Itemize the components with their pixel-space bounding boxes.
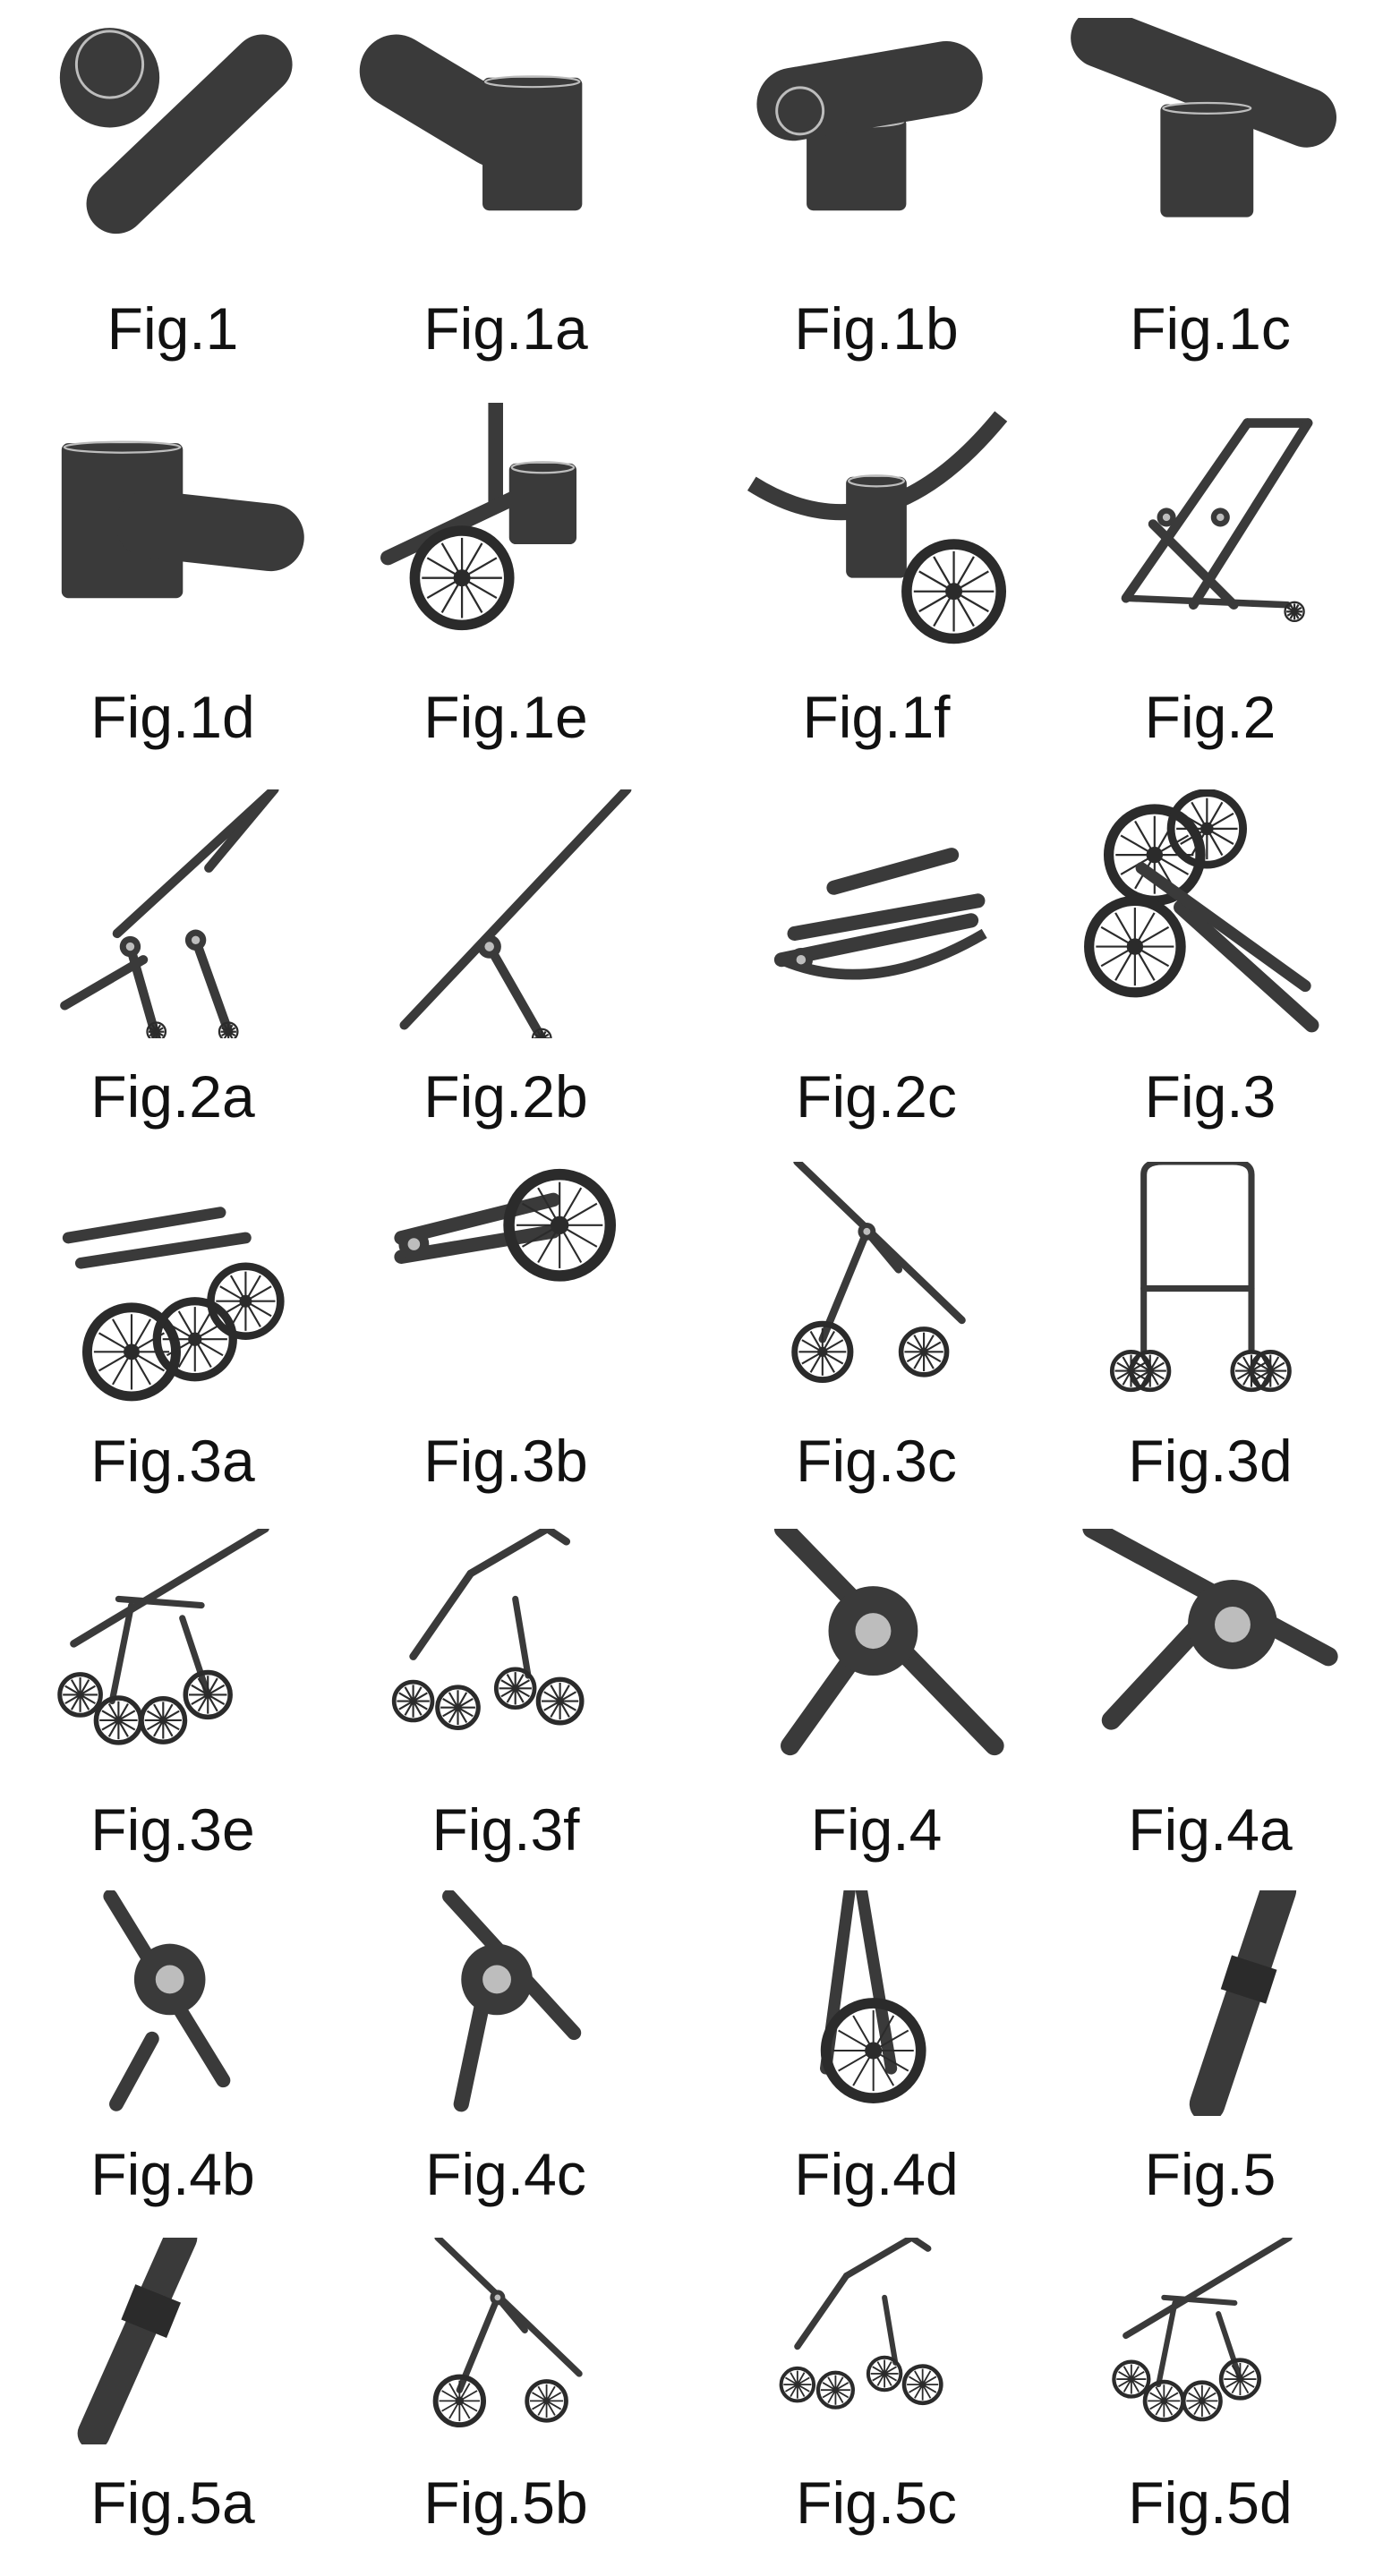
figure-label: Fig.4b (90, 2141, 255, 2207)
figure-label: Fig.5a (90, 2469, 255, 2536)
figure-drawing (340, 1162, 671, 1403)
figure-drawing (7, 1162, 338, 1403)
figure-label: Fig.3c (796, 1428, 957, 1494)
figure-drawing (1045, 403, 1376, 659)
figure-label: Fig.1a (423, 295, 588, 362)
figure-label: Fig.1f (802, 684, 951, 750)
figure-drawing (340, 395, 671, 659)
figure-drawing (7, 784, 338, 1044)
figure-label: Fig.1 (107, 295, 239, 362)
figure-label: Fig.3b (423, 1428, 588, 1494)
figure-drawing (1045, 7, 1376, 270)
figure-label: Fig.4d (794, 2141, 959, 2207)
figure-label: Fig.3e (90, 1796, 255, 1863)
figure-drawing (7, 403, 338, 659)
figure-drawing (711, 403, 1042, 659)
figure-drawing (340, 1889, 671, 2116)
figure-label: Fig.3 (1144, 1063, 1276, 1130)
figure-drawing (1045, 789, 1376, 1038)
figure-drawing (7, 2221, 338, 2451)
figure-label: Fig.1c (1130, 295, 1291, 362)
figure-label: Fig.5b (423, 2469, 588, 2536)
figure-label: Fig.4a (1128, 1796, 1293, 1863)
figure-drawing (1045, 1872, 1376, 2122)
figure-drawing (711, 1157, 1042, 1403)
figure-drawing (340, 2234, 671, 2444)
figure-drawing (711, 1519, 1042, 1771)
figure-label: Fig.4c (425, 2141, 586, 2207)
figure-label: Fig.4 (810, 1796, 943, 1863)
figure-label: Fig.3f (431, 1796, 580, 1863)
figure-label: Fig.2a (90, 1063, 255, 1130)
figure-drawing (340, 18, 671, 270)
figure-label: Fig.1e (423, 684, 588, 750)
figure-label: Fig.2c (796, 1063, 957, 1130)
figure-drawing (1045, 1519, 1376, 1771)
figure-drawing (340, 784, 671, 1049)
figure-drawing (711, 1884, 1042, 2116)
figure-drawing (711, 789, 1042, 1038)
figure-drawing (711, 18, 1042, 270)
figure-label: Fig.1b (794, 295, 959, 362)
figure-label: Fig.5c (796, 2469, 957, 2536)
figure-drawing (1045, 2234, 1376, 2444)
figure-label: Fig.2b (423, 1063, 588, 1130)
figure-drawing (1045, 1158, 1376, 1403)
figure-label: Fig.2 (1144, 684, 1276, 750)
figure-label: Fig.3d (1128, 1428, 1293, 1494)
figure-drawing (340, 1524, 671, 1771)
figure-drawing (7, 1889, 338, 2116)
figure-label: Fig.5 (1144, 2141, 1276, 2207)
figure-drawing (711, 2234, 1042, 2444)
figure-label: Fig.1d (90, 684, 255, 750)
figure-drawing (7, 1524, 338, 1771)
figure-drawing (7, 18, 338, 270)
figure-label: Fig.5d (1128, 2469, 1293, 2536)
figure-label: Fig.3a (90, 1428, 255, 1494)
